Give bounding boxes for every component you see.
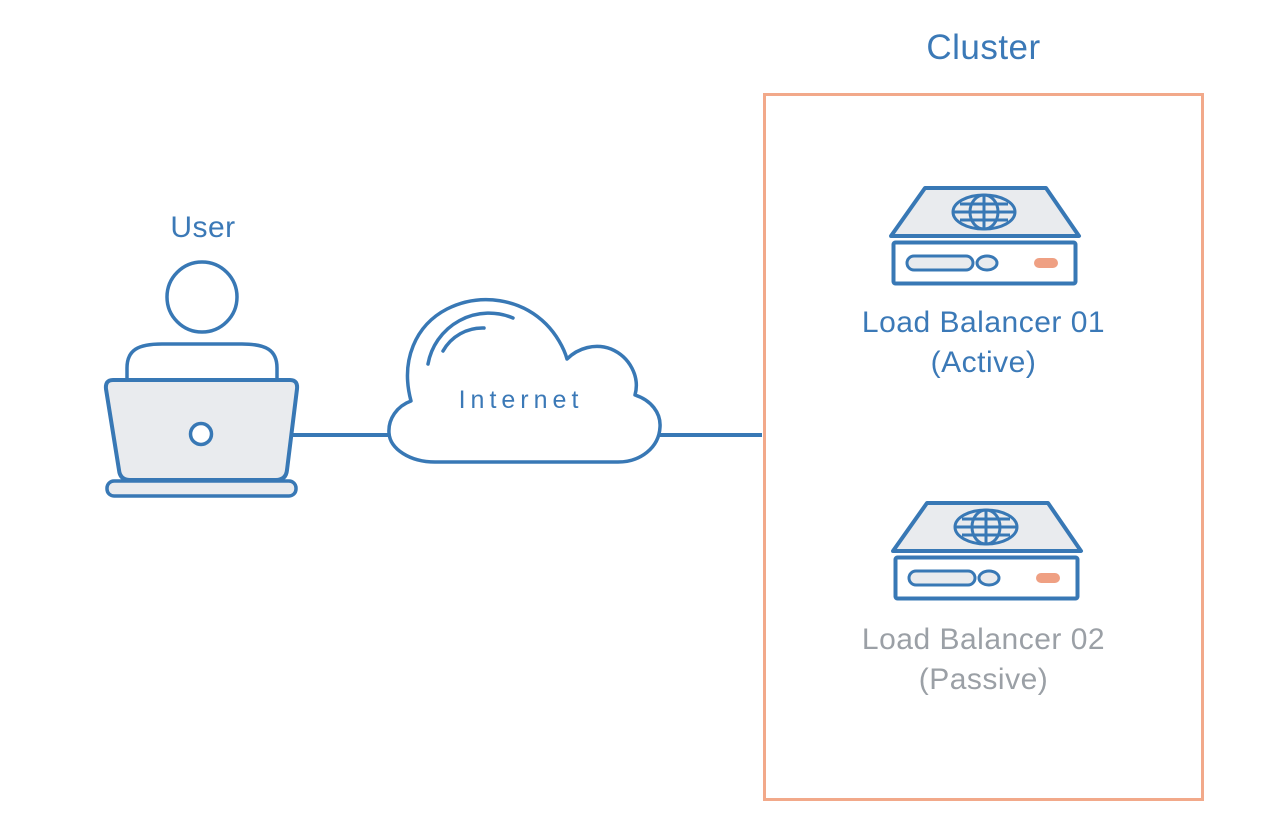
- laptop-logo-dot: [188, 421, 214, 447]
- server-globe-icon-1: [889, 186, 1081, 286]
- globe-icon: [951, 193, 1017, 231]
- cloud-outline: [387, 297, 662, 464]
- user-shoulders: [125, 342, 279, 384]
- laptop-icon: [103, 378, 300, 498]
- server-drive-slot: [905, 254, 975, 272]
- laptop-base: [105, 479, 298, 498]
- load-balancer-1-name: Load Balancer 01: [861, 306, 1106, 339]
- load-balancer-2-state: (Passive): [918, 663, 1049, 696]
- cloud-shine-outer: [426, 311, 515, 366]
- user-label: User: [170, 211, 236, 244]
- load-balancer-1-label: Load Balancer 01 (Active): [763, 303, 1204, 383]
- cloud-icon: [387, 297, 662, 464]
- internet-label: Internet: [458, 386, 584, 414]
- user-head: [165, 260, 239, 334]
- cluster-title: Cluster: [926, 28, 1041, 67]
- cluster-box: [763, 93, 1204, 801]
- load-balancer-2-name: Load Balancer 02: [861, 623, 1106, 656]
- user-icon: [103, 260, 300, 498]
- load-balancer-1-state: (Active): [930, 346, 1037, 379]
- server-port: [975, 254, 999, 272]
- load-balancer-2-label: Load Balancer 02 (Passive): [763, 620, 1204, 700]
- server-status-led: [1034, 258, 1058, 268]
- cloud-shine-inner: [441, 326, 486, 353]
